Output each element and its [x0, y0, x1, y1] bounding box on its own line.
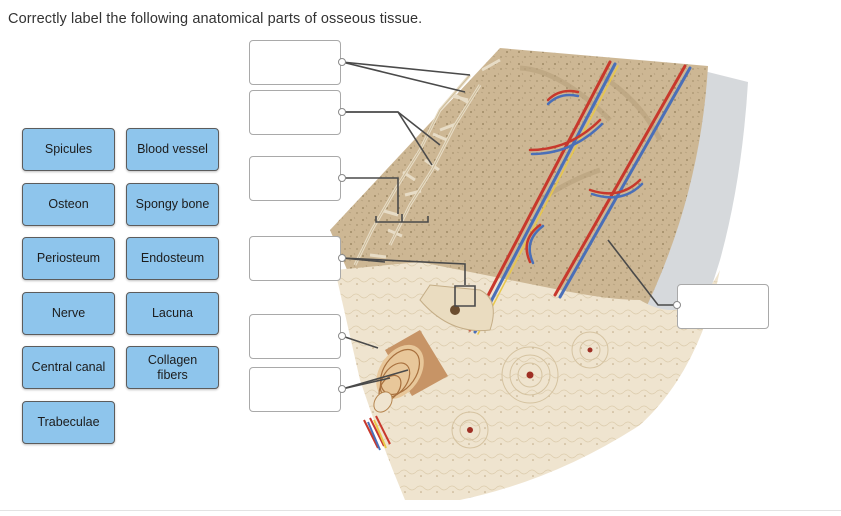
label-tile-trabeculae[interactable]: Trabeculae	[22, 401, 115, 444]
label-tile-collagen-fibers[interactable]: Collagen fibers	[126, 346, 219, 389]
tile-text: Blood vessel	[137, 142, 208, 157]
bottom-divider	[0, 510, 841, 511]
tile-text: Lacuna	[151, 306, 193, 321]
drop-target-connector	[338, 58, 346, 66]
tile-text: Osteon	[48, 197, 89, 212]
tile-text: Nerve	[51, 306, 86, 321]
question-prompt: Correctly label the following anatomical…	[8, 11, 423, 27]
tile-text: Collagen fibers	[147, 353, 198, 382]
blood-vessels	[468, 60, 692, 335]
drop-target-connector	[338, 332, 346, 340]
label-tile-lacuna[interactable]: Lacuna	[126, 292, 219, 335]
drop-target-3[interactable]	[249, 156, 341, 201]
leader-lines	[341, 61, 677, 390]
label-tile-blood-vessel[interactable]: Blood vessel	[126, 128, 219, 171]
drop-target-connector	[338, 108, 346, 116]
label-tile-spicules[interactable]: Spicules	[22, 128, 115, 171]
compact-bone-cross-section	[335, 262, 720, 500]
drop-target-5[interactable]	[249, 314, 341, 359]
drop-target-connector	[338, 385, 346, 393]
central-canals	[467, 347, 593, 433]
tile-text: Spongy bone	[135, 197, 210, 212]
tile-text: Endosteum	[140, 251, 205, 266]
label-tile-endosteum[interactable]: Endosteum	[126, 237, 219, 280]
drop-target-connector	[673, 301, 681, 309]
tile-text: Spicules	[44, 142, 93, 157]
drop-target-7[interactable]	[677, 284, 769, 329]
tile-text: Central canal	[31, 360, 106, 375]
concentric-lamellae	[451, 331, 609, 449]
drop-target-4[interactable]	[249, 236, 341, 281]
drop-target-connector	[338, 254, 346, 262]
tile-text: Trabeculae	[37, 415, 100, 430]
drop-target-2[interactable]	[249, 90, 341, 135]
label-tile-periosteum[interactable]: Periosteum	[22, 237, 115, 280]
drop-target-6[interactable]	[249, 367, 341, 412]
label-tile-spongy-bone[interactable]: Spongy bone	[126, 183, 219, 226]
label-tile-central-canal[interactable]: Central canal	[22, 346, 115, 389]
label-tile-osteon[interactable]: Osteon	[22, 183, 115, 226]
drop-target-1[interactable]	[249, 40, 341, 85]
tile-text: Periosteum	[36, 251, 101, 266]
label-tile-nerve[interactable]: Nerve	[22, 292, 115, 335]
drop-target-connector	[338, 174, 346, 182]
